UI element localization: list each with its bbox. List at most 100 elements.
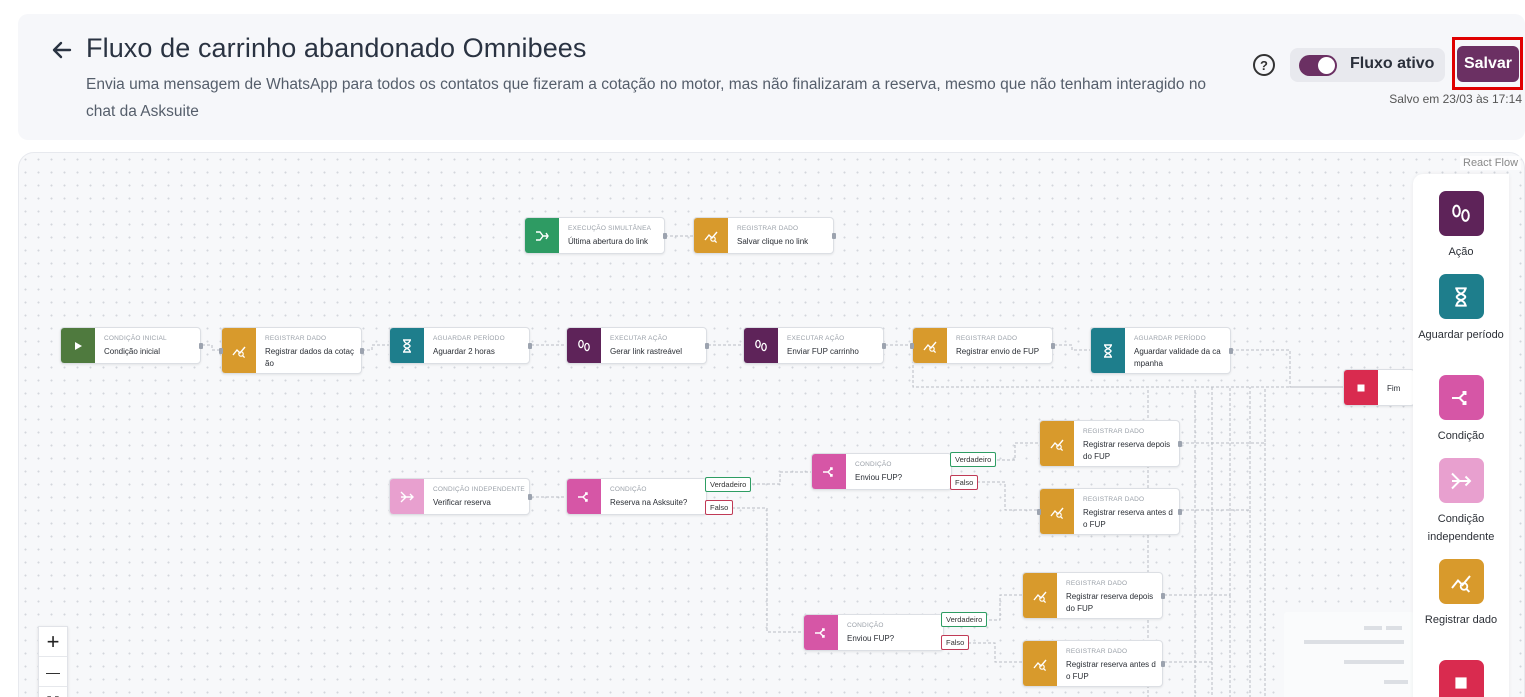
node-type: EXECUTAR AÇÃO	[610, 335, 668, 342]
node-type: AGUARDAR PERÍODO	[1134, 335, 1206, 342]
node-enviar-fup[interactable]: EXECUTAR AÇÃO Enviar FUP carrinho	[743, 327, 886, 364]
flow-active-toggle[interactable]	[1299, 55, 1337, 76]
palette-label: Ação	[1448, 246, 1474, 258]
saved-timestamp: Salvo em 23/03 às 17:14	[1389, 92, 1522, 106]
save-button[interactable]: Salvar	[1457, 46, 1519, 82]
node-title: Registrar reserva antes d o FUP	[1066, 660, 1156, 681]
minimap-node	[1386, 626, 1402, 630]
node-handle[interactable]	[219, 347, 223, 354]
palette-label: Condição	[1437, 430, 1485, 442]
palette-item-aguardar[interactable]: Aguardar período	[1413, 274, 1509, 344]
node-handle[interactable]	[1229, 347, 1233, 354]
branch-true[interactable]: Verdadeiro	[950, 452, 997, 467]
node-registrar-clique[interactable]: REGISTRAR DADO Salvar clique no link	[693, 217, 836, 254]
play-icon	[61, 328, 95, 363]
node-registrar-cotacao[interactable]: REGISTRAR DADO Registrar dados da cotaç …	[219, 327, 364, 374]
palette-item-registrar[interactable]: Registrar dado	[1413, 559, 1509, 629]
node-title: Registrar reserva depois do FUP	[1083, 440, 1171, 461]
node-title: Aguardar 2 horas	[433, 347, 495, 356]
node-title: Registrar envio de FUP	[956, 347, 1040, 356]
node-handle[interactable]	[1037, 508, 1041, 515]
node-aguardar-validade[interactable]: AGUARDAR PERÍODO Aguardar validade da ca…	[1090, 327, 1233, 374]
branch-true[interactable]: Verdadeiro	[705, 477, 752, 492]
node-title: Registrar reserva antes d o FUP	[1083, 508, 1173, 529]
flow-active-control: Fluxo ativo	[1290, 48, 1445, 82]
node-title: Fim	[1387, 384, 1401, 393]
palette-label: Registrar dado	[1424, 614, 1498, 626]
node-handle[interactable]	[882, 342, 886, 349]
help-icon[interactable]: ?	[1253, 54, 1275, 76]
palette-label: Condição independente	[1427, 513, 1495, 543]
chart-search-icon	[694, 218, 728, 253]
node-reg-antes-2[interactable]: REGISTRAR DADO Registrar reserva antes d…	[1022, 640, 1165, 687]
minimap[interactable]	[1284, 612, 1414, 697]
hourglass-icon	[1091, 328, 1125, 373]
chart-search-icon	[1438, 559, 1484, 604]
node-handle[interactable]	[705, 342, 709, 349]
node-verificar-reserva[interactable]: CONDIÇÃO INDEPENDENTE Verificar reserva	[389, 478, 532, 515]
node-type: CONDIÇÃO	[847, 622, 884, 629]
back-button[interactable]	[50, 38, 74, 62]
branch-true[interactable]: Verdadeiro	[941, 612, 988, 627]
node-aguardar-2h[interactable]: AGUARDAR PERÍODO Aguardar 2 horas	[389, 327, 532, 364]
node-type: REGISTRAR DADO	[1083, 496, 1145, 503]
react-flow-attribution[interactable]: React Flow	[1460, 156, 1522, 170]
branch-false[interactable]: Falso	[941, 635, 970, 650]
node-handle[interactable]	[663, 232, 667, 239]
fit-view-button[interactable]	[39, 687, 67, 697]
node-handle[interactable]	[1161, 592, 1165, 599]
node-handle[interactable]	[832, 232, 836, 239]
node-type: REGISTRAR DADO	[265, 335, 327, 342]
branch-false[interactable]: Falso	[950, 475, 979, 490]
zoom-out-button[interactable]: —	[39, 657, 67, 687]
chart-search-icon	[222, 328, 256, 373]
palette-item-condicao-independente[interactable]: Condição independente	[1413, 458, 1509, 546]
node-handle[interactable]	[1178, 440, 1182, 447]
node-title: Aguardar validade da ca mpanha	[1134, 347, 1221, 368]
node-type: CONDIÇÃO	[610, 486, 647, 493]
branch-icon	[804, 615, 838, 650]
node-handle[interactable]	[1161, 660, 1165, 667]
node-handle[interactable]	[528, 493, 532, 500]
node-title: Salvar clique no link	[737, 237, 809, 246]
node-handle[interactable]	[528, 342, 532, 349]
node-title: Reserva na Asksuite?	[610, 498, 688, 507]
branch-false[interactable]: Falso	[705, 500, 734, 515]
node-reg-depois-2[interactable]: REGISTRAR DADO Registrar reserva depois …	[1022, 572, 1165, 619]
palette-item-condicao[interactable]: Condição	[1413, 375, 1509, 445]
node-title: Verificar reserva	[433, 498, 491, 507]
palette-item-acao[interactable]: Ação	[1413, 191, 1509, 261]
zoom-controls: + —	[38, 626, 68, 697]
node-reg-depois-1[interactable]: REGISTRAR DADO Registrar reserva depois …	[1039, 420, 1182, 467]
node-enviou-fup-2[interactable]: CONDIÇÃO Enviou FUP?	[803, 614, 944, 651]
zoom-in-button[interactable]: +	[39, 627, 67, 657]
palette-item-fim[interactable]	[1413, 660, 1509, 697]
node-handle[interactable]	[360, 347, 364, 354]
node-condicao-inicial[interactable]: CONDIÇÃO INICIAL Condição inicial	[60, 327, 203, 364]
node-handle[interactable]	[910, 342, 914, 349]
chart-search-icon	[1023, 641, 1057, 686]
node-title: Gerar link rastreável	[610, 347, 683, 356]
chart-search-icon	[1023, 573, 1057, 618]
node-reserva-asksuite[interactable]: CONDIÇÃO Reserva na Asksuite?	[566, 478, 707, 515]
chart-search-icon	[1040, 489, 1074, 534]
node-type: CONDIÇÃO INDEPENDENTE	[433, 486, 525, 493]
merge-icon	[390, 479, 424, 514]
node-reg-antes-1[interactable]: REGISTRAR DADO Registrar reserva antes d…	[1037, 488, 1182, 535]
node-handle[interactable]	[1178, 508, 1182, 515]
stop-icon	[1344, 370, 1378, 405]
node-handle[interactable]	[199, 342, 203, 349]
node-title: Registrar dados da cotaç ão	[265, 347, 354, 368]
node-enviou-fup-1[interactable]: CONDIÇÃO Enviou FUP?	[811, 453, 952, 490]
hourglass-icon	[1438, 274, 1484, 319]
node-exec-simultanea[interactable]: EXECUÇÃO SIMULTÂNEA Última abertura do l…	[524, 217, 667, 254]
page-header	[18, 14, 1525, 140]
node-fim[interactable]: Fim	[1343, 369, 1415, 406]
node-handle[interactable]	[1051, 342, 1055, 349]
branch-icon	[1438, 375, 1484, 420]
node-gerar-link[interactable]: EXECUTAR AÇÃO Gerar link rastreável	[566, 327, 709, 364]
node-type: REGISTRAR DADO	[956, 335, 1018, 342]
node-registrar-envio[interactable]: REGISTRAR DADO Registrar envio de FUP	[910, 327, 1055, 364]
node-type: REGISTRAR DADO	[1066, 648, 1128, 655]
